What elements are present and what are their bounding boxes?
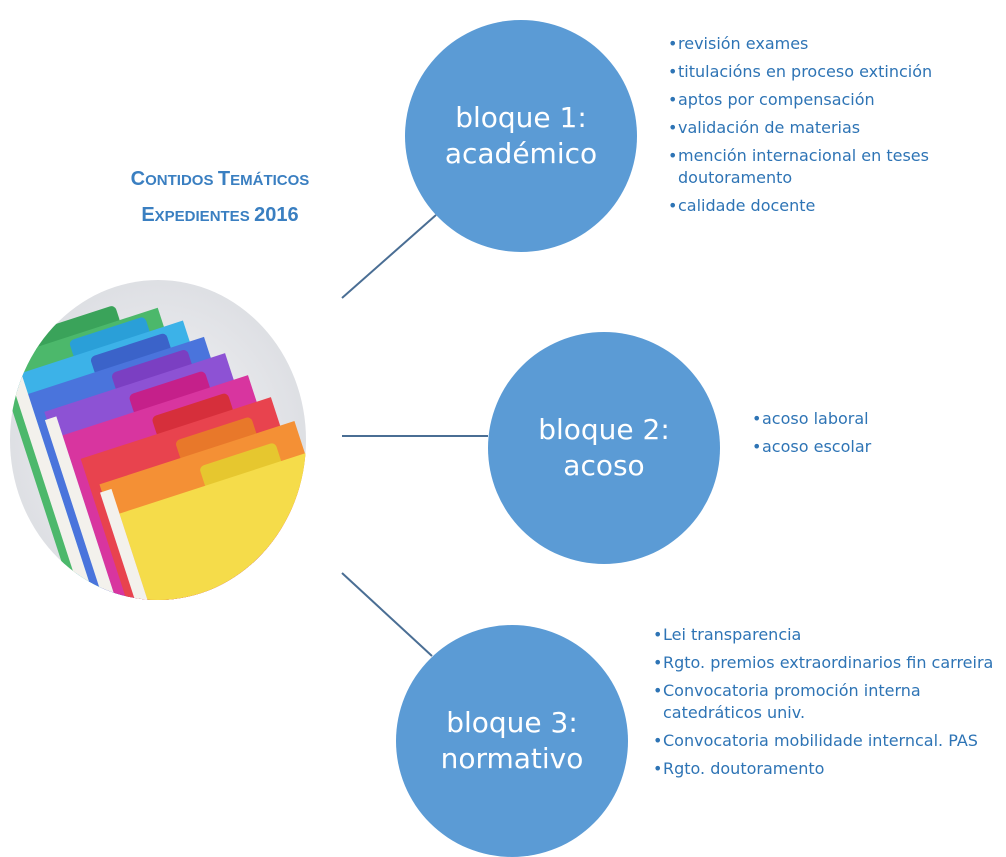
title-word: xpedientes: [154, 208, 250, 225]
title-initial: C: [130, 168, 146, 190]
title-year: 2016: [254, 204, 299, 226]
title-line-2: Expedientes 2016: [100, 198, 340, 234]
list-item: Lei transparencia: [653, 624, 998, 646]
title-line-1: Contidos Temáticos: [100, 162, 340, 198]
list-item: mención internacional en teses doutorame…: [668, 145, 998, 189]
block-1-label: bloque 1: académico: [444, 101, 598, 170]
block-3-node: bloque 3: normativo: [396, 625, 628, 857]
block-3-label: bloque 3: normativo: [440, 706, 584, 775]
list-item: validación de materias: [668, 117, 998, 139]
list-item: acoso escolar: [752, 436, 972, 458]
title-word: emáticos: [230, 172, 310, 189]
block-2-node: bloque 2: acoso: [488, 332, 720, 564]
block-3-items: Lei transparencia Rgto. premios extraord…: [653, 624, 998, 786]
connector-line-1: [341, 214, 437, 299]
block-2-items: acoso laboral acoso escolar: [752, 408, 972, 464]
title-initial: T: [217, 168, 231, 190]
list-item: Rgto. doutoramento: [653, 758, 998, 780]
list-item: revisión exames: [668, 33, 998, 55]
block-1-items: revisión exames titulacións en proceso e…: [668, 33, 998, 223]
list-item: Rgto. premios extraordinarios fin carrei…: [653, 652, 998, 674]
block-1-node: bloque 1: académico: [405, 20, 637, 252]
title-initial: E: [141, 204, 155, 226]
title-word: ontidos: [145, 172, 214, 189]
list-item: calidade docente: [668, 195, 998, 217]
list-item: aptos por compensación: [668, 89, 998, 111]
list-item: acoso laboral: [752, 408, 972, 430]
block-2-label: bloque 2: acoso: [538, 413, 670, 482]
list-item: Convocatoria promoción interna catedráti…: [653, 680, 998, 724]
list-item: titulacións en proceso extinción: [668, 61, 998, 83]
connector-line-3: [341, 572, 433, 657]
folders-image: [10, 280, 306, 600]
diagram-title: Contidos Temáticos Expedientes 2016: [100, 162, 340, 234]
list-item: Convocatoria mobilidade interncal. PAS: [653, 730, 998, 752]
